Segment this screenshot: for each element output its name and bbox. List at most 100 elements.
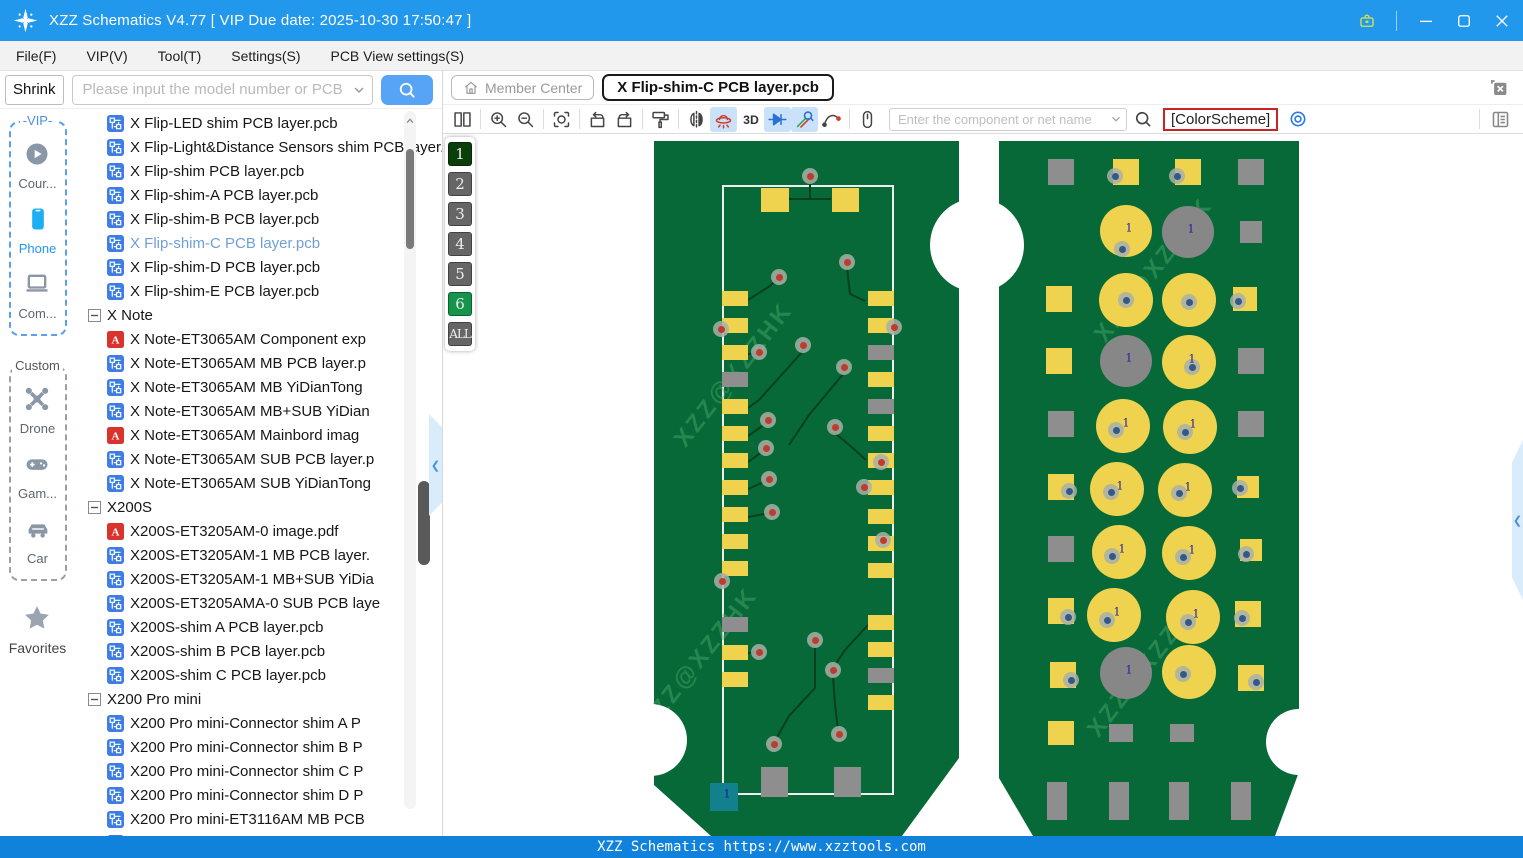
- pcb-pad[interactable]: [1048, 721, 1074, 745]
- pcb-pad[interactable]: [1170, 724, 1194, 742]
- pcb-pad[interactable]: [868, 398, 894, 414]
- tree-item[interactable]: X200 Pro mini-Connector shim A P: [75, 711, 442, 735]
- rail-item-car[interactable]: Car: [24, 515, 52, 566]
- layer-button-5[interactable]: 5: [448, 262, 472, 286]
- via[interactable]: [760, 412, 776, 428]
- pcb-pad[interactable]: [1238, 411, 1264, 437]
- pcb-pad[interactable]: [1169, 782, 1189, 820]
- eye-icon[interactable]: [1288, 109, 1308, 129]
- net-search-icon[interactable]: [1133, 109, 1153, 129]
- zoom-in-button[interactable]: [485, 107, 512, 132]
- pcb-pad[interactable]: [868, 290, 894, 306]
- tree-group[interactable]: X200 Pro mini: [75, 687, 442, 711]
- via[interactable]: [1104, 548, 1120, 564]
- layer-button-6[interactable]: 6: [448, 292, 472, 316]
- via[interactable]: [802, 168, 818, 184]
- pcb-pad[interactable]: [868, 425, 894, 441]
- collapse-tree-handle[interactable]: ❮: [429, 414, 442, 516]
- pcb-pad[interactable]: [868, 641, 894, 657]
- via[interactable]: [758, 440, 774, 456]
- pcb-pad[interactable]: [1046, 348, 1072, 374]
- via[interactable]: [1099, 612, 1115, 628]
- collapse-minus-icon[interactable]: [88, 692, 101, 706]
- paint-roller-button[interactable]: [647, 107, 674, 132]
- via[interactable]: [1175, 549, 1191, 565]
- tree-item[interactable]: X Flip-LED shim PCB layer.pcb: [75, 111, 442, 135]
- pcb-pad[interactable]: [868, 371, 894, 387]
- pcb-pad[interactable]: [1109, 724, 1133, 742]
- tree-item[interactable]: X200S-shim B PCB layer.pcb: [75, 639, 442, 663]
- via[interactable]: [1061, 483, 1077, 499]
- menu-tool[interactable]: Tool(T): [157, 47, 202, 64]
- collapse-right-handle[interactable]: ❮: [1512, 440, 1523, 600]
- via[interactable]: [1232, 480, 1248, 496]
- lamp-button[interactable]: [710, 106, 737, 132]
- pcb-pad[interactable]: [722, 479, 748, 495]
- pcb-pad[interactable]: [831, 188, 859, 212]
- tree-item[interactable]: X Flip-Light&Distance Sensors shim PCB l…: [75, 135, 442, 159]
- pcb-pad[interactable]: [722, 398, 748, 414]
- via[interactable]: [1108, 422, 1124, 438]
- tree-item[interactable]: X Flip-shim-D PCB layer.pcb: [75, 255, 442, 279]
- mirror-flip-button[interactable]: [683, 107, 710, 132]
- tree-item[interactable]: X200S-ET3205AM-1 MB PCB layer.: [75, 543, 442, 567]
- scroll-up-icon[interactable]: [405, 113, 415, 131]
- via[interactable]: [875, 532, 891, 548]
- pcb-pad[interactable]: [722, 452, 748, 468]
- tree-scrollbar[interactable]: [404, 111, 416, 809]
- tree-item[interactable]: X200 Pro mini-Connector shim D P: [75, 783, 442, 807]
- via[interactable]: [839, 254, 855, 270]
- pcb-pad[interactable]: [1046, 286, 1072, 312]
- pcb-pad[interactable]: [722, 506, 748, 522]
- model-search-input[interactable]: [71, 74, 373, 105]
- tree-item[interactable]: X200 Pro mini-Connector shim B P: [75, 735, 442, 759]
- tree-item[interactable]: X Note-ET3065AM MB+SUB YiDian: [75, 399, 442, 423]
- via[interactable]: [1230, 293, 1246, 309]
- via[interactable]: [1177, 424, 1193, 440]
- rail-item-drone[interactable]: Drone: [20, 385, 55, 436]
- pcb-pad[interactable]: [868, 614, 894, 630]
- pcb-pad[interactable]: [722, 344, 748, 360]
- via[interactable]: [827, 419, 843, 435]
- tree-group[interactable]: X Note: [75, 303, 442, 327]
- shrink-button[interactable]: Shrink: [5, 74, 64, 105]
- via[interactable]: [764, 504, 780, 520]
- tree-item[interactable]: X200S-shim A PCB layer.pcb: [75, 615, 442, 639]
- pcb-pad[interactable]: [722, 371, 748, 387]
- tree-item[interactable]: X200S-ET3205AM-1 MB+SUB YiDia: [75, 567, 442, 591]
- minimize-button[interactable]: [1417, 12, 1435, 30]
- tree-item[interactable]: X Flip-shim PCB layer.pcb: [75, 159, 442, 183]
- pcb-pad[interactable]: [760, 767, 788, 797]
- pcb-pad[interactable]: [868, 694, 894, 710]
- via[interactable]: [1107, 168, 1123, 184]
- via[interactable]: [1103, 484, 1119, 500]
- member-center-button[interactable]: Member Center: [451, 75, 595, 100]
- tree-item[interactable]: X Flip-shim-B PCB layer.pcb: [75, 207, 442, 231]
- tree-item[interactable]: X200S-ET3205AMA-0 SUB PCB laye: [75, 591, 442, 615]
- curve-button[interactable]: [818, 107, 845, 132]
- tree-item[interactable]: X Note-ET3065AM SUB YiDianTong: [75, 471, 442, 495]
- pcb-pad[interactable]: [722, 533, 748, 549]
- pcb-pad[interactable]: [1231, 782, 1251, 820]
- license-icon[interactable]: [1358, 12, 1376, 30]
- tree-item[interactable]: X Flip-shim-E PCB layer.pcb: [75, 279, 442, 303]
- via[interactable]: [886, 319, 902, 335]
- pcb-pad[interactable]: [1238, 159, 1264, 185]
- via[interactable]: [761, 471, 777, 487]
- tree-item[interactable]: X200 Pro mini-ET3116AM MB PCB: [75, 807, 442, 831]
- chevron-down-icon[interactable]: [1109, 112, 1123, 126]
- pcb-pad-circle[interactable]: [1087, 588, 1141, 642]
- via[interactable]: [751, 344, 767, 360]
- via[interactable]: [836, 359, 852, 375]
- pcb-pad[interactable]: [710, 783, 738, 811]
- measure-button[interactable]: [791, 106, 818, 132]
- layer-button-4[interactable]: 4: [448, 232, 472, 256]
- via[interactable]: [714, 573, 730, 589]
- pcb-pad[interactable]: [722, 425, 748, 441]
- pcb-pad[interactable]: [722, 560, 748, 576]
- tree-item[interactable]: X Flip-shim-C PCB layer.pcb: [75, 231, 442, 255]
- pcb-pad-circle[interactable]: [1162, 206, 1214, 258]
- pcb-pad[interactable]: [833, 767, 861, 797]
